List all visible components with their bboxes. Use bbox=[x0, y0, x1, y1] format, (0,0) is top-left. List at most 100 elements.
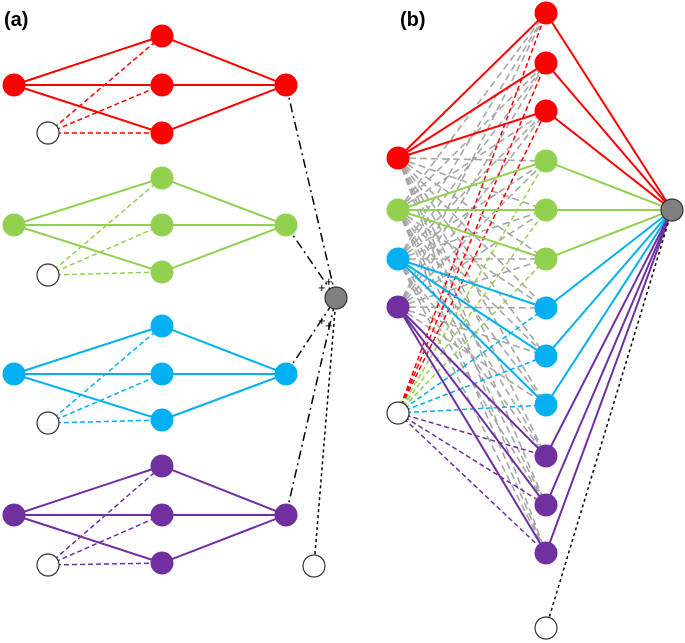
edge-b-bias-hidden-3 bbox=[397, 160, 547, 414]
edge-b-cross-0-8 bbox=[397, 157, 547, 406]
edge-b-bias-hidden-8 bbox=[397, 404, 547, 414]
edge-a-input-hidden-1-2 bbox=[13, 224, 163, 273]
bias-node-b bbox=[386, 401, 410, 425]
edge-a-bias-hidden-3-1 bbox=[47, 514, 163, 566]
edge-b-cross-2-1 bbox=[397, 62, 547, 260]
edge-b-cross-2-9 bbox=[397, 258, 547, 457]
edge-a-hidden-output-3-0 bbox=[161, 465, 287, 516]
edge-b-input-hidden-0-1 bbox=[397, 62, 547, 159]
edge-a-input-hidden-2-2 bbox=[13, 373, 163, 421]
edge-a-input-hidden-3-0 bbox=[13, 465, 163, 516]
bias-node-a-3 bbox=[36, 553, 60, 577]
edge-b-cross-1-11 bbox=[397, 209, 547, 554]
hidden-node-a-0-1 bbox=[150, 73, 174, 97]
edge-b-input-hidden-0-2 bbox=[397, 110, 547, 159]
edge-a-bias-hidden-2-1 bbox=[47, 373, 163, 424]
edge-b-hidden-output-5 bbox=[545, 209, 673, 260]
edge-b-input-hidden-3-1 bbox=[397, 306, 547, 506]
edge-b-input-hidden-0-0 bbox=[397, 12, 547, 159]
edge-a-hidden-output-2-0 bbox=[161, 325, 287, 375]
edge-b-cross-3-4 bbox=[397, 209, 547, 308]
edge-b-hidden-output-11 bbox=[545, 209, 673, 554]
combiner-node-a bbox=[324, 286, 348, 310]
hidden-node-b-5 bbox=[534, 247, 558, 271]
plus-sign-4: + bbox=[325, 318, 333, 333]
hidden-node-a-0-2 bbox=[150, 121, 174, 145]
output-node-b bbox=[660, 198, 684, 222]
hidden-node-b-3 bbox=[534, 149, 558, 173]
bias-node-output-b bbox=[534, 616, 558, 640]
input-node-a-1 bbox=[2, 213, 26, 237]
edge-b-cross-3-8 bbox=[397, 306, 547, 406]
edge-b-input-hidden-3-0 bbox=[397, 306, 547, 457]
output-node-a-3 bbox=[274, 503, 298, 527]
hidden-node-b-10 bbox=[534, 493, 558, 517]
hidden-node-b-6 bbox=[534, 296, 558, 320]
edge-a-bias-hidden-1-0 bbox=[47, 177, 163, 276]
hidden-node-a-2-1 bbox=[150, 362, 174, 386]
edge-b-hidden-output-6 bbox=[545, 209, 673, 309]
edge-b-hidden-output-9 bbox=[545, 209, 673, 457]
edge-b-bias-hidden-0 bbox=[397, 12, 547, 414]
edge-a-bias-hidden-1-1 bbox=[47, 224, 163, 276]
hidden-node-b-0 bbox=[534, 1, 558, 25]
hidden-node-a-3-0 bbox=[150, 454, 174, 478]
edge-a-input-hidden-0-0 bbox=[13, 35, 163, 86]
input-node-a-0 bbox=[2, 73, 26, 97]
output-node-a-0 bbox=[274, 73, 298, 97]
edge-b-hidden-output-7 bbox=[545, 209, 673, 357]
edge-a-hidden-output-2-2 bbox=[161, 373, 287, 421]
edge-b-bias-hidden-1 bbox=[397, 62, 547, 414]
edge-b-input-hidden-2-0 bbox=[397, 258, 547, 309]
edge-a-input-hidden-2-0 bbox=[13, 325, 163, 375]
edge-b-bias-hidden-10 bbox=[397, 412, 547, 506]
edge-b-hidden-output-2 bbox=[545, 110, 673, 211]
hidden-node-b-9 bbox=[534, 444, 558, 468]
edge-a-bias-combiner bbox=[313, 297, 337, 567]
edge-b-bias-hidden-6 bbox=[397, 307, 547, 414]
edge-a-hidden-output-1-2 bbox=[161, 224, 287, 273]
input-node-b-2 bbox=[386, 247, 410, 271]
input-node-a-2 bbox=[2, 362, 26, 386]
edges-layer bbox=[13, 12, 673, 629]
hidden-node-a-3-2 bbox=[150, 551, 174, 575]
hidden-node-b-11 bbox=[534, 541, 558, 565]
hidden-node-b-2 bbox=[534, 99, 558, 123]
edge-b-bias-hidden-4 bbox=[397, 209, 547, 414]
edge-a-bias-hidden-2-2 bbox=[47, 419, 163, 424]
input-node-b-0 bbox=[386, 146, 410, 170]
input-node-b-3 bbox=[386, 295, 410, 319]
hidden-node-a-1-0 bbox=[150, 166, 174, 190]
edge-b-input-hidden-1-2 bbox=[397, 209, 547, 260]
edge-b-cross-0-7 bbox=[397, 157, 547, 357]
edge-b-bias-output bbox=[545, 209, 673, 629]
edge-b-bias-hidden-5 bbox=[397, 258, 547, 414]
hidden-node-a-1-1 bbox=[150, 213, 174, 237]
edge-b-hidden-output-1 bbox=[545, 62, 673, 211]
edge-b-input-hidden-3-2 bbox=[397, 306, 547, 554]
panel-b-label: (b) bbox=[400, 9, 426, 31]
edge-b-hidden-output-3 bbox=[545, 160, 673, 211]
hidden-node-b-7 bbox=[534, 344, 558, 368]
edge-b-hidden-output-8 bbox=[545, 209, 673, 406]
output-node-a-2 bbox=[274, 362, 298, 386]
plus-sign-2: + bbox=[325, 274, 333, 289]
edge-a-bias-hidden-0-1 bbox=[47, 84, 163, 134]
edge-b-bias-hidden-11 bbox=[397, 412, 547, 554]
edge-b-bias-hidden-2 bbox=[397, 110, 547, 414]
edge-a-hidden-output-3-2 bbox=[161, 514, 287, 564]
edge-a-input-hidden-1-0 bbox=[13, 177, 163, 226]
hidden-node-a-1-2 bbox=[150, 260, 174, 284]
hidden-node-a-3-1 bbox=[150, 503, 174, 527]
edge-a-output-combiner-2 bbox=[285, 297, 337, 375]
edge-a-output-combiner-1 bbox=[285, 224, 337, 299]
bias-node-combiner-a bbox=[302, 554, 326, 578]
edge-a-output-combiner-3 bbox=[285, 297, 337, 516]
edge-a-hidden-output-1-0 bbox=[161, 177, 287, 226]
output-node-a-1 bbox=[274, 213, 298, 237]
edge-a-input-hidden-3-2 bbox=[13, 514, 163, 564]
edge-b-hidden-output-10 bbox=[545, 209, 673, 506]
edge-b-input-hidden-1-0 bbox=[397, 160, 547, 211]
hidden-node-b-1 bbox=[534, 51, 558, 75]
